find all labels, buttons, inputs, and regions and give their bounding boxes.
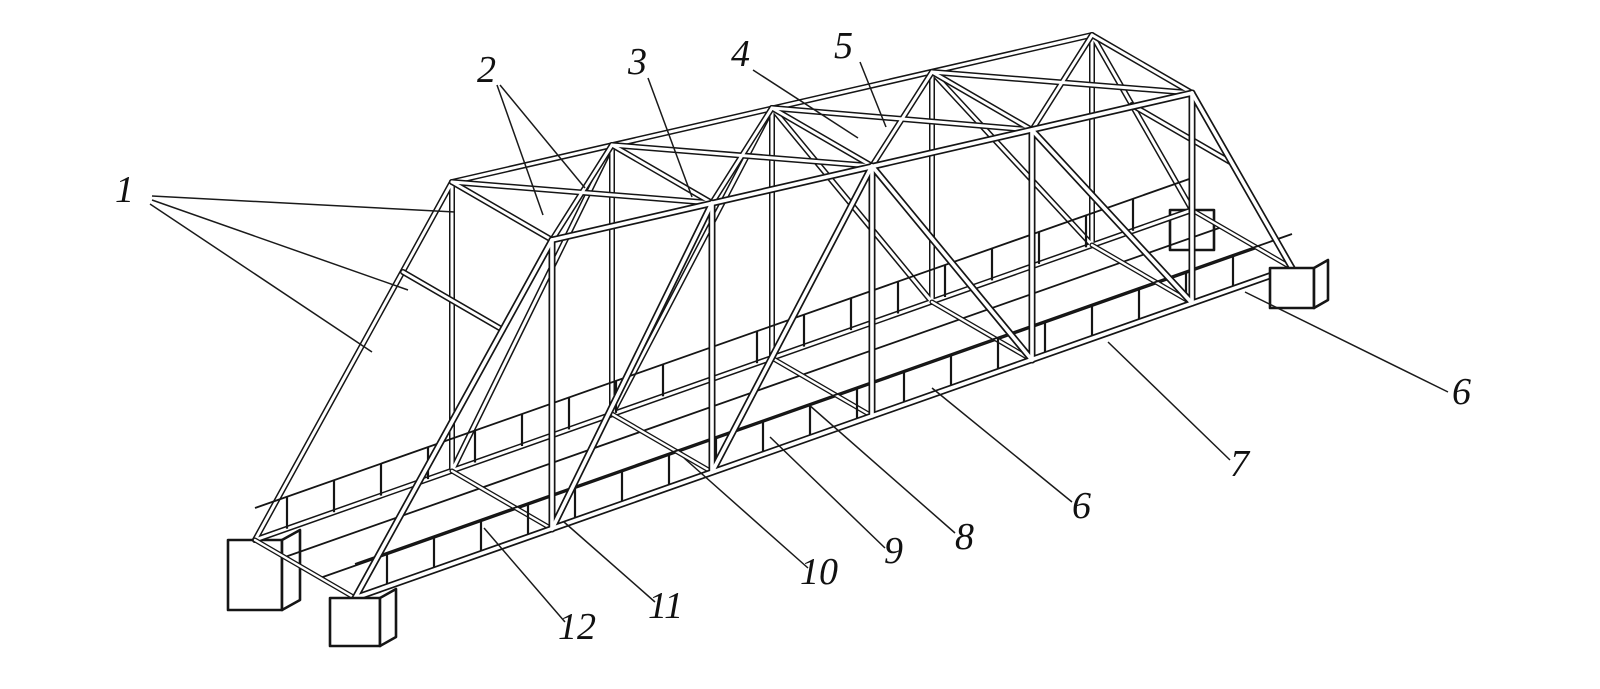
callout-label-7: 7 bbox=[1230, 443, 1251, 485]
leader-8 bbox=[807, 403, 956, 534]
callout-labels: 1 2 3 4 5 6 7 6 8 9 10 11 12 bbox=[115, 25, 1471, 648]
leader-11 bbox=[563, 521, 656, 603]
leader-10 bbox=[683, 457, 809, 569]
callout-label-12: 12 bbox=[558, 606, 596, 648]
leader-4 bbox=[752, 69, 859, 139]
callout-label-8: 8 bbox=[955, 516, 974, 558]
callout-label-3: 3 bbox=[627, 41, 647, 83]
callout-label-5: 5 bbox=[834, 25, 853, 67]
leader-1c bbox=[149, 203, 373, 353]
far-bearing-blocks bbox=[226, 208, 1216, 612]
leader-lines bbox=[149, 61, 1449, 623]
callout-label-10: 10 bbox=[800, 551, 838, 593]
near-deck-band bbox=[354, 233, 1293, 587]
callout-label-6-mid: 6 bbox=[1072, 485, 1091, 527]
leader-5 bbox=[859, 61, 887, 128]
callout-label-9: 9 bbox=[884, 530, 903, 572]
leader-1b bbox=[151, 199, 409, 291]
leader-1a bbox=[151, 195, 456, 213]
leader-6-right bbox=[1244, 291, 1449, 393]
leader-2a bbox=[496, 84, 544, 216]
far-deck-band bbox=[254, 177, 1193, 529]
callout-label-1: 1 bbox=[115, 169, 134, 211]
callout-label-11: 11 bbox=[648, 585, 683, 627]
leader-6-mid bbox=[931, 387, 1073, 503]
callout-label-4: 4 bbox=[731, 33, 750, 75]
callout-label-2: 2 bbox=[477, 49, 496, 91]
leader-9 bbox=[769, 436, 886, 549]
callout-label-6-right: 6 bbox=[1452, 371, 1471, 413]
leader-7 bbox=[1107, 341, 1231, 461]
leader-12 bbox=[483, 527, 566, 623]
near-bearing-blocks bbox=[328, 258, 1330, 648]
leader-2b bbox=[499, 84, 586, 189]
leader-3 bbox=[647, 77, 693, 198]
near-deck-stringer-ticks bbox=[385, 254, 1235, 587]
